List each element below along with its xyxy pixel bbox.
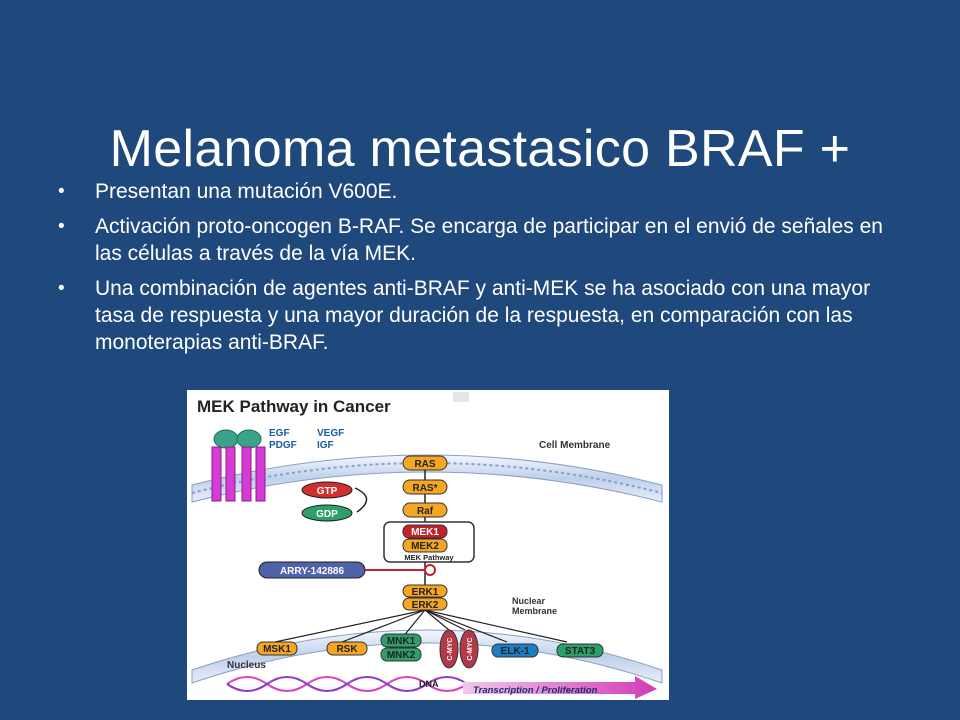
erk1-node xyxy=(402,584,448,598)
membrane-pattern xyxy=(191,462,663,494)
rsk-label: RSK xyxy=(336,644,358,655)
erk2-label: ERK2 xyxy=(412,600,439,611)
cmyc-label-2: C-MYC xyxy=(467,638,474,661)
elk1-label: ELK-1 xyxy=(501,646,530,657)
slide-title: Melanoma metastasico BRAF + xyxy=(109,119,851,178)
mnk2-label: MNK2 xyxy=(387,650,416,661)
erk-target-arrows xyxy=(274,609,568,643)
stat3-label: STAT3 xyxy=(565,646,596,657)
rsk-node xyxy=(326,641,368,656)
receptor xyxy=(211,429,266,502)
nuclear-label-1: Nuclear xyxy=(512,596,546,606)
bullet-dot: • xyxy=(58,181,65,202)
ligand-vegf: VEGF xyxy=(317,428,344,439)
bullet-item: • Una combinación de agentes anti-BRAF y… xyxy=(58,275,898,356)
stat3-node xyxy=(556,643,604,658)
bullet-dot: • xyxy=(58,278,65,299)
cmyc-node-1 xyxy=(439,629,459,669)
cmyc-label-1: C-MYC xyxy=(447,638,454,661)
gdp-label: GDP xyxy=(316,509,338,520)
nucleus-label: Nucleus xyxy=(227,660,266,671)
ras-star-label: RAS* xyxy=(412,483,437,494)
cmyc-node-2 xyxy=(459,629,479,669)
nuclear-label-2: Membrane xyxy=(512,606,557,616)
dna-strand-2 xyxy=(226,676,468,692)
figure-title: MEK Pathway in Cancer xyxy=(197,397,391,416)
erk1-label: ERK1 xyxy=(412,587,439,598)
figure-corner-mark xyxy=(453,392,469,402)
transcription-arrow xyxy=(463,676,657,699)
mek-pathway-figure: MEK Pathway in Cancer Cell Membrane EGF … xyxy=(187,390,669,700)
cell-membrane-label: Cell Membrane xyxy=(539,440,611,451)
gdp-node xyxy=(301,504,353,522)
cell-membrane xyxy=(191,454,663,503)
ligand-pdgf: PDGF xyxy=(269,440,297,451)
bullet-text: Presentan una mutación V600E. xyxy=(95,180,398,203)
mek1-node xyxy=(402,524,448,539)
bullet-list: • Presentan una mutación V600E. • Activa… xyxy=(58,178,898,364)
bullet-text: Activación proto-oncogen B-RAF. Se encar… xyxy=(95,215,883,265)
mnk1-label: MNK1 xyxy=(387,636,416,647)
mek1-label: MEK1 xyxy=(411,527,439,538)
inhibitor-label: ARRY-142886 xyxy=(280,566,345,577)
elk1-node xyxy=(491,643,539,658)
ligand-igf: IGF xyxy=(317,440,334,451)
transcription-label: Transcription / Proliferation xyxy=(473,685,598,696)
gtp-gdp-arrow xyxy=(354,487,368,513)
gtp-node xyxy=(301,481,353,499)
mek2-node xyxy=(402,538,448,553)
bullet-dot: • xyxy=(58,216,65,237)
msk1-node xyxy=(256,641,298,656)
bullet-item: • Activación proto-oncogen B-RAF. Se enc… xyxy=(58,213,898,267)
gtp-label: GTP xyxy=(317,486,338,497)
ligand-egf: EGF xyxy=(269,428,290,439)
ras-label: RAS xyxy=(414,459,435,470)
dna-label: DNA xyxy=(419,679,439,689)
bullet-item: • Presentan una mutación V600E. xyxy=(58,178,898,205)
mek2-label: MEK2 xyxy=(411,541,439,552)
mek-pathway-label: MEK Pathway xyxy=(404,553,454,562)
raf-label: Raf xyxy=(417,506,434,517)
mnk2-node xyxy=(380,647,422,662)
inhibition-marker xyxy=(424,564,436,576)
msk1-label: MSK1 xyxy=(263,644,291,655)
bullet-text: Una combinación de agentes anti-BRAF y a… xyxy=(95,277,871,354)
mnk1-node xyxy=(380,633,422,648)
